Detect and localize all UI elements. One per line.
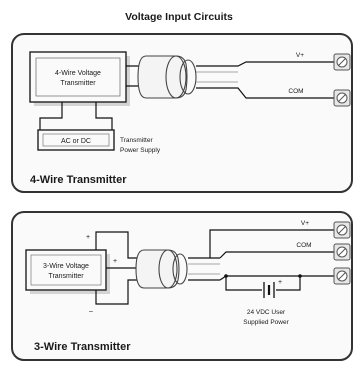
three-wire-plus-top: + (86, 234, 90, 241)
three-wire-power-label-1: 24 VDC User (247, 309, 286, 316)
three-wire-terminal-return (333, 267, 351, 285)
three-wire-battery-plus: + (278, 279, 282, 286)
four-wire-terminal-com-label: COM (288, 88, 303, 95)
three-wire-junction-b (298, 274, 302, 278)
three-wire-common-wire (95, 279, 140, 305)
four-wire-terminal-com (333, 89, 351, 107)
four-wire-supply-box (37, 129, 115, 151)
three-wire-plus-side: + (113, 258, 117, 265)
three-wire-panel: 3-Wire Voltage Transmitter + + – (11, 211, 353, 361)
four-wire-caption: 4-Wire Transmitter (30, 174, 127, 186)
three-wire-transmitter-box (25, 249, 107, 291)
four-wire-com-wire (196, 87, 336, 99)
four-wire-shielded-cable (137, 55, 197, 99)
three-wire-caption: 3-Wire Transmitter (34, 341, 131, 353)
four-wire-supply-wire-left (39, 102, 63, 132)
three-wire-power-wire (95, 231, 140, 259)
four-wire-terminal-vplus (333, 53, 351, 71)
three-wire-terminal-com-label: COM (296, 242, 311, 249)
diagram-title: Voltage Input Circuits (125, 11, 233, 23)
three-wire-terminal-vplus (333, 221, 351, 239)
three-wire-terminal-vplus-label: V+ (301, 220, 309, 227)
three-wire-shielded-cable (135, 249, 188, 289)
three-wire-power-label-2: Supplied Power (243, 319, 289, 326)
four-wire-supply-wire-right (95, 102, 113, 132)
three-wire-device-label-2: Transmitter (48, 273, 84, 280)
three-wire-terminal-com (333, 243, 351, 261)
three-wire-device-label-1: 3-Wire Voltage (43, 263, 89, 270)
four-wire-device-label-1: 4-Wire Voltage (55, 70, 101, 77)
three-wire-transmitter-inner (30, 254, 102, 286)
three-wire-battery-wire-left (225, 276, 262, 291)
four-wire-panel: 4-Wire Voltage Transmitter V+ COM (11, 33, 353, 193)
four-wire-transmitter-inner (35, 57, 121, 97)
four-wire-supply-label-1: Transmitter (120, 137, 153, 144)
four-wire-terminal-vplus-label: V+ (296, 52, 304, 59)
three-wire-vplus-wire (209, 229, 336, 258)
three-wire-com-wire (219, 251, 336, 259)
three-wire-panel-frame (11, 211, 353, 361)
four-wire-device-label-2: Transmitter (60, 80, 96, 87)
three-wire-battery-wire-right (276, 276, 301, 291)
four-wire-vplus-wire (196, 61, 336, 67)
four-wire-supply-label-2: Power Supply (120, 147, 161, 154)
four-wire-supply-box-label: AC or DC (61, 138, 91, 145)
four-wire-supply-inner (42, 133, 110, 147)
four-wire-transmitter-box (29, 51, 127, 103)
three-wire-battery-symbol (263, 282, 275, 298)
three-wire-minus-bottom: – (89, 308, 93, 315)
